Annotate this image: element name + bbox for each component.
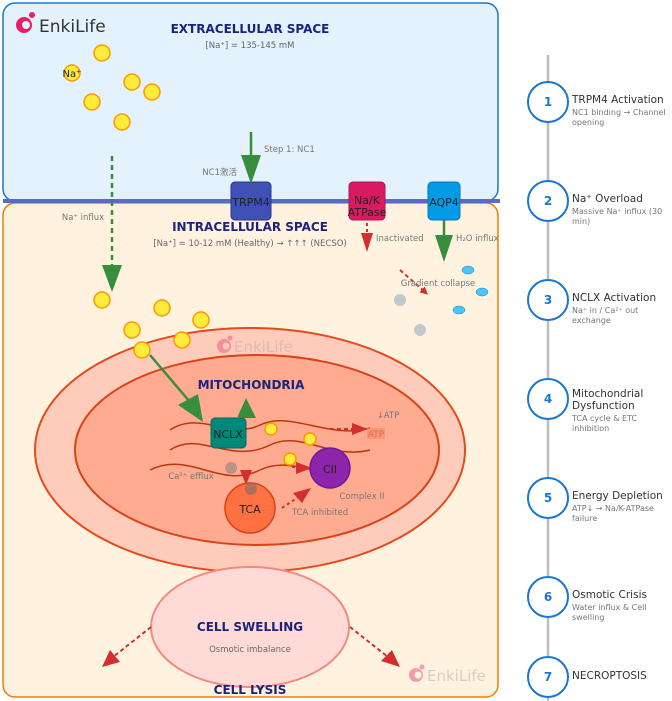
atp-label: ATP <box>368 430 385 440</box>
na-k-atpase <box>348 181 386 221</box>
step-subtitle: TCA cycle & ETC inhibition <box>572 414 638 433</box>
nc1-activated-label: NC1激活 <box>202 167 237 178</box>
svg-text:EnkiLife: EnkiLife <box>39 17 106 37</box>
step-title: TRPM4 Activation <box>572 94 664 106</box>
step-subtitle: NC1 binding → Channel opening <box>572 108 666 127</box>
intracellular-concentration: [Na⁺] = 10-12 mM (Healthy) → ↑↑↑ (NECSO) <box>153 239 346 249</box>
extracellular-title: EXTRACELLULAR SPACE <box>171 22 330 36</box>
water-molecules <box>452 265 489 315</box>
step-subtitle: ATP↓ → Na/K-ATPase failure <box>572 504 654 523</box>
timeline-marker: 6 <box>527 576 569 618</box>
sodium-ions-intracellular <box>93 291 317 466</box>
step-number: 4 <box>544 392 552 406</box>
aqp4-label: AQP4 <box>429 196 459 209</box>
timeline-step-7: NECROPTOSIS <box>572 670 670 682</box>
sodium-ions-extracellular <box>63 44 161 131</box>
tca-label: TCA <box>238 503 261 516</box>
timeline-marker: 1 <box>527 81 569 123</box>
osmotic-imbalance-label: Osmotic imbalance <box>209 645 291 655</box>
tca-inhibited-arrow <box>293 488 311 503</box>
watermark-logo-bottom: EnkiLife <box>409 664 486 685</box>
cell-swelling-title: CELL SWELLING <box>197 620 303 634</box>
nc1-arrow <box>241 155 261 184</box>
step-number: 6 <box>544 590 552 604</box>
timeline: 1 2 3 4 5 6 7 <box>527 81 569 698</box>
step-title: Energy Depletion <box>572 490 663 502</box>
atp-box <box>367 428 385 439</box>
timeline-marker: 2 <box>527 180 569 222</box>
step-title: NECROPTOSIS <box>572 670 647 682</box>
nclx-label: NCLX <box>213 428 243 441</box>
timeline-marker: 4 <box>527 378 569 420</box>
step1-label: Step 1: NC1 <box>264 145 315 155</box>
ca-efflux-label: Ca²⁺ efflux <box>168 472 214 482</box>
ca-efflux-arrow <box>237 398 256 418</box>
step-title: Na⁺ Overload <box>572 193 643 205</box>
watermark-logo: EnkiLife <box>217 335 293 356</box>
step-number: 7 <box>544 670 552 684</box>
step-number: 5 <box>544 491 552 505</box>
svg-text:EnkiLife: EnkiLife <box>427 667 486 685</box>
h2o-influx-label: H₂O influx <box>456 234 499 244</box>
complex-ii-label: Complex II <box>340 492 385 502</box>
tca-inhibited-label: TCA inhibited <box>291 508 348 518</box>
gradient-collapse-label: Gradient collapse <box>401 279 476 289</box>
timeline-marker: 3 <box>527 279 569 321</box>
step-circle <box>527 180 569 222</box>
na-ion-label: Na⁺ <box>63 69 82 80</box>
inactivated-arrow <box>361 233 373 252</box>
na-to-nclx-arrow <box>178 394 203 422</box>
step-circle <box>527 279 569 321</box>
nclx-exchanger <box>210 417 247 449</box>
h2o-influx-arrow <box>435 235 453 262</box>
step-circle <box>527 378 569 420</box>
step-circle <box>527 576 569 618</box>
timeline-marker: 5 <box>527 477 569 519</box>
cell-lysis-title: CELL LYSIS <box>214 683 287 697</box>
logo: EnkiLife <box>16 12 106 37</box>
step-circle <box>527 656 569 698</box>
lysis-arrow-right <box>381 650 400 667</box>
tca-cycle <box>224 482 276 534</box>
trpm4-label: TRPM4 <box>231 196 270 209</box>
na-influx-arrowhead <box>102 265 122 292</box>
cii-label: CII <box>323 463 337 476</box>
extracellular-concentration: [Na⁺] = 135-145 mM <box>205 41 294 51</box>
step-title: Mitochondrial Dysfunction <box>572 388 644 412</box>
svg-text:EnkiLife: EnkiLife <box>234 338 293 356</box>
step-circle <box>527 477 569 519</box>
step-subtitle: Na⁺ in / Ca²⁺ out exchange <box>572 306 639 325</box>
complex-ii <box>309 447 351 489</box>
step-title: Osmotic Crisis <box>572 589 647 601</box>
gradient-collapse-arrow <box>399 269 429 295</box>
lysis-arrow-left <box>102 650 120 667</box>
step-circle <box>527 81 569 123</box>
atp-down-label: ↓ATP <box>377 411 400 421</box>
step-title: NCLX Activation <box>572 292 657 304</box>
step-number: 1 <box>544 95 552 109</box>
timeline-marker: 7 <box>527 656 569 698</box>
step-number: 3 <box>544 293 552 307</box>
nak-label-1: Na/K <box>354 194 381 207</box>
step-subtitle: Water influx & Cell swelling <box>572 603 647 622</box>
step-number: 2 <box>544 194 552 208</box>
step-subtitle: Massive Na⁺ influx (30 min) <box>572 207 663 226</box>
na-influx-label: Na⁺ influx <box>62 213 104 223</box>
intracellular-title: INTRACELLULAR SPACE <box>172 220 328 234</box>
nak-label-2: ATPase <box>348 206 387 219</box>
mitochondria-title: MITOCHONDRIA <box>198 378 306 392</box>
inactivated-label: Inactivated <box>376 234 424 244</box>
